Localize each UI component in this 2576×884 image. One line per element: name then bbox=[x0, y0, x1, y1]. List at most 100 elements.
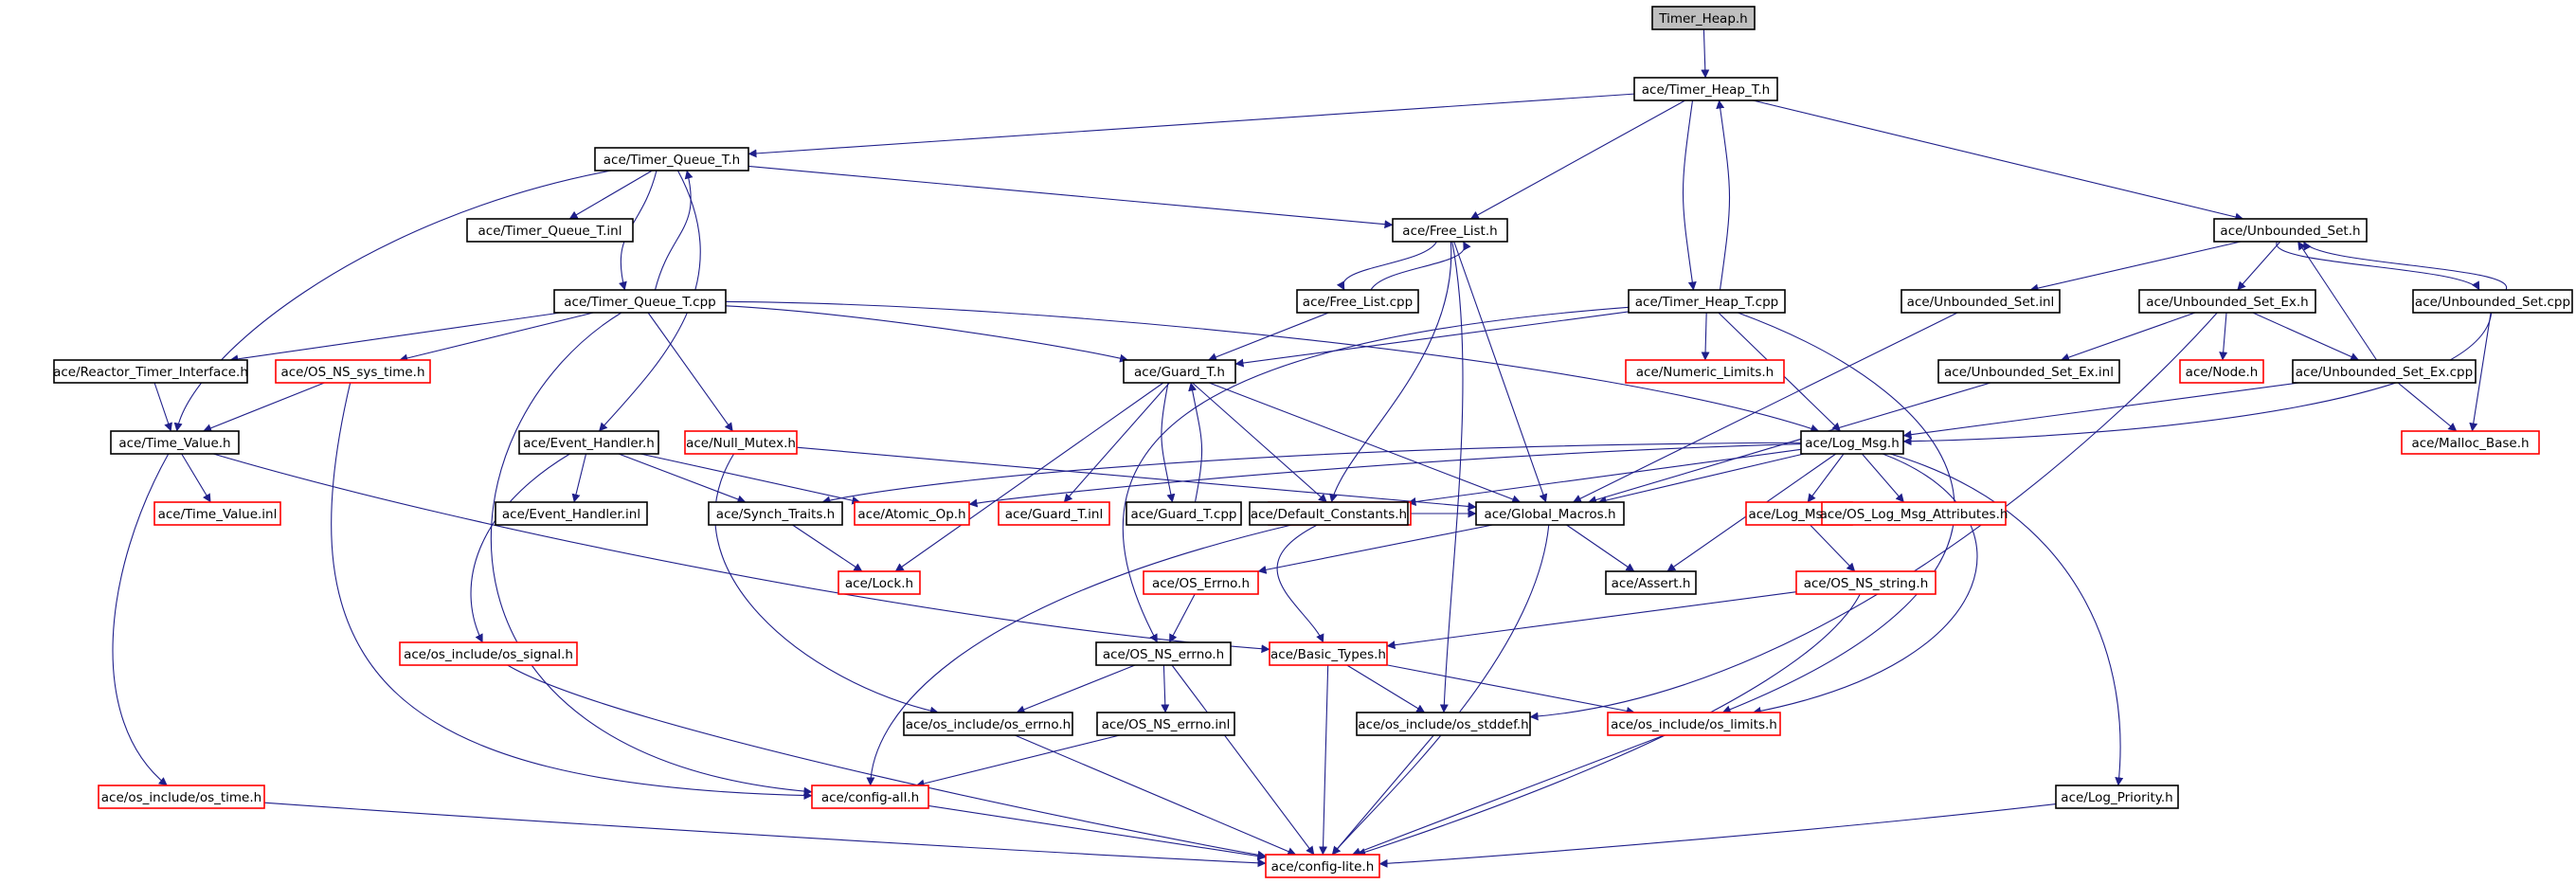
node-free_list_h[interactable]: ace/Free_List.h bbox=[1392, 218, 1508, 243]
node-timer_heap_h[interactable]: Timer_Heap.h bbox=[1651, 6, 1756, 30]
node-label: ace/OS_NS_errno.inl bbox=[1102, 717, 1231, 732]
node-box bbox=[903, 712, 1073, 736]
node-event_handler_h[interactable]: ace/Event_Handler.h bbox=[518, 430, 659, 455]
node-unbounded_set_inl[interactable]: ace/Unbounded_Set.inl bbox=[1900, 289, 2061, 314]
node-time_value_inl[interactable]: ace/Time_Value.inl bbox=[153, 501, 281, 526]
edge-guard_t_h-to-os_ns_thread_h bbox=[1192, 382, 1327, 503]
node-guard_t_inl[interactable]: ace/Guard_T.inl bbox=[998, 501, 1110, 526]
edge-unbounded_set_ex_cpp-to-log_msg_h bbox=[1902, 382, 2299, 440]
node-label: ace/OS_NS_sys_time.h bbox=[280, 365, 424, 380]
node-label: ace/Event_Handler.h bbox=[523, 436, 655, 451]
node-null_mutex_h[interactable]: ace/Null_Mutex.h bbox=[684, 430, 798, 455]
node-guard_t_cpp[interactable]: ace/Guard_T.cpp bbox=[1126, 501, 1242, 526]
edge-os_ns_string_h-to-basic_types_h bbox=[1386, 591, 1797, 650]
edge-null_mutex_h-to-global_macros_h bbox=[796, 446, 1477, 511]
node-event_handler_inl[interactable]: ace/Event_Handler.inl bbox=[495, 501, 648, 526]
edge-log_msg_h-to-atomic_op_h bbox=[968, 442, 1802, 508]
node-basic_types_h[interactable]: ace/Basic_Types.h bbox=[1269, 641, 1388, 666]
node-unbounded_set_ex_inl[interactable]: ace/Unbounded_Set_Ex.inl bbox=[1937, 359, 2120, 384]
node-free_list_cpp[interactable]: ace/Free_List.cpp bbox=[1296, 289, 1419, 314]
node-box bbox=[708, 501, 843, 526]
edge-os_ns_errno_h-to-os_ns_errno_inl bbox=[1161, 664, 1170, 713]
edge-log_msg_h-to-os_log_msg_attributes_h bbox=[1861, 453, 1905, 503]
edge-event_handler_h-to-atomic_op_h bbox=[639, 453, 861, 505]
node-lock_h[interactable]: ace/Lock.h bbox=[838, 570, 921, 595]
node-os_ns_sys_time_h[interactable]: ace/OS_NS_sys_time.h bbox=[275, 359, 431, 384]
node-time_value_h[interactable]: ace/Time_Value.h bbox=[110, 430, 240, 455]
edge-os_ns_string_h-to-config_lite_h bbox=[1357, 593, 1861, 857]
node-label: ace/Malloc_Base.h bbox=[2411, 436, 2529, 451]
node-timer_queue_t_h[interactable]: ace/Timer_Queue_T.h bbox=[594, 147, 749, 171]
edge-log_msg_h-to-default_constants_h bbox=[1407, 448, 1802, 506]
node-box bbox=[399, 641, 578, 666]
edge-unbounded_set_ex_h-to-unbounded_set_ex_inl bbox=[2061, 312, 2196, 362]
node-guard_t_h[interactable]: ace/Guard_T.h bbox=[1123, 359, 1236, 384]
node-label: ace/Reactor_Timer_Interface.h bbox=[53, 365, 248, 380]
node-timer_heap_t_h[interactable]: ace/Timer_Heap_T.h bbox=[1633, 77, 1778, 101]
node-box bbox=[2179, 359, 2264, 384]
node-config_all_h[interactable]: ace/config-all.h bbox=[811, 785, 929, 809]
node-os_include_os_stddef_h[interactable]: ace/os_include/os_stddef.h bbox=[1356, 712, 1531, 736]
edge-unbounded_set_ex_cpp-to-unbounded_set_h bbox=[2297, 241, 2377, 361]
node-label: ace/Free_List.h bbox=[1402, 224, 1497, 239]
edge-unbounded_set_inl-to-global_macros_h bbox=[1572, 312, 1958, 503]
edge-timer_queue_t_cpp-to-config_all_h bbox=[490, 312, 813, 796]
edge-unbounded_set_ex_h-to-node_h bbox=[2219, 312, 2228, 361]
node-unbounded_set_h[interactable]: ace/Unbounded_Set.h bbox=[2213, 218, 2368, 243]
edge-synch_traits_h-to-lock_h bbox=[792, 524, 863, 572]
edge-free_list_h-to-default_constants_h bbox=[1329, 241, 1452, 503]
node-log_priority_h[interactable]: ace/Log_Priority.h bbox=[2055, 785, 2179, 809]
node-label: ace/OS_NS_string.h bbox=[1804, 576, 1929, 591]
edge-timer_heap_t_cpp-to-numeric_limits_h bbox=[1701, 312, 1710, 361]
node-atomic_op_h[interactable]: ace/Atomic_Op.h bbox=[854, 501, 970, 526]
node-synch_traits_h[interactable]: ace/Synch_Traits.h bbox=[708, 501, 843, 526]
node-global_macros_h[interactable]: ace/Global_Macros.h bbox=[1475, 501, 1625, 526]
node-log_msg_h[interactable]: ace/Log_Msg.h bbox=[1800, 430, 1904, 455]
edge-basic_types_h-to-config_lite_h bbox=[1319, 664, 1329, 856]
node-default_constants_h[interactable]: ace/Default_Constants.h bbox=[1249, 501, 1409, 526]
edge-time_value_h-to-basic_types_h bbox=[213, 453, 1270, 654]
node-label: ace/os_include/os_stddef.h bbox=[1358, 717, 1528, 732]
node-label: ace/config-all.h bbox=[821, 790, 919, 805]
node-os_ns_string_h[interactable]: ace/OS_NS_string.h bbox=[1795, 570, 1937, 595]
node-timer_queue_t_cpp[interactable]: ace/Timer_Queue_T.cpp bbox=[553, 289, 727, 314]
node-label: ace/Global_Macros.h bbox=[1484, 507, 1615, 522]
node-os_include_os_limits_h[interactable]: ace/os_include/os_limits.h bbox=[1607, 712, 1781, 736]
node-label: ace/Unbounded_Set.inl bbox=[1907, 295, 2055, 310]
edge-log_msg_h-to-log_msg_inl bbox=[1807, 453, 1845, 503]
node-os_log_msg_attributes_h[interactable]: ace/OS_Log_Msg_Attributes.h bbox=[1820, 501, 2009, 526]
node-box bbox=[1800, 430, 1904, 455]
node-os_ns_errno_inl[interactable]: ace/OS_NS_errno.inl bbox=[1096, 712, 1235, 736]
node-timer_queue_t_inl[interactable]: ace/Timer_Queue_T.inl bbox=[466, 218, 634, 243]
edge-unbounded_set_ex_h-to-unbounded_set_ex_cpp bbox=[2252, 312, 2360, 361]
node-assert_h[interactable]: ace/Assert.h bbox=[1605, 570, 1697, 595]
node-os_errno_h[interactable]: ace/OS_Errno.h bbox=[1143, 570, 1259, 595]
node-box bbox=[1628, 289, 1786, 314]
node-config_lite_h[interactable]: ace/config-lite.h bbox=[1265, 854, 1380, 878]
node-timer_heap_t_cpp[interactable]: ace/Timer_Heap_T.cpp bbox=[1628, 289, 1786, 314]
node-label: ace/os_include/os_time.h bbox=[101, 790, 261, 805]
node-unbounded_set_ex_cpp[interactable]: ace/Unbounded_Set_Ex.cpp bbox=[2292, 359, 2477, 384]
edge-timer_queue_t_cpp-to-timer_queue_t_h bbox=[654, 170, 694, 291]
node-unbounded_set_cpp[interactable]: ace/Unbounded_Set.cpp bbox=[2412, 289, 2573, 314]
node-label: ace/Node.h bbox=[2186, 365, 2259, 380]
node-label: ace/Assert.h bbox=[1612, 576, 1691, 591]
node-os_include_os_errno_h[interactable]: ace/os_include/os_errno.h bbox=[903, 712, 1073, 736]
edge-timer_heap_t_cpp-to-timer_heap_t_h bbox=[1716, 99, 1731, 291]
node-label: ace/config-lite.h bbox=[1271, 859, 1375, 875]
node-box bbox=[153, 501, 281, 526]
node-unbounded_set_ex_h[interactable]: ace/Unbounded_Set_Ex.h bbox=[2138, 289, 2316, 314]
node-label: ace/Free_List.cpp bbox=[1303, 295, 1413, 310]
node-box bbox=[2055, 785, 2179, 809]
node-reactor_timer_interface_h[interactable]: ace/Reactor_Timer_Interface.h bbox=[53, 359, 248, 384]
node-numeric_limits_h[interactable]: ace/Numeric_Limits.h bbox=[1625, 359, 1785, 384]
node-label: ace/os_include/os_errno.h bbox=[906, 717, 1071, 732]
node-box bbox=[1356, 712, 1531, 736]
node-os_include_os_signal_h[interactable]: ace/os_include/os_signal.h bbox=[399, 641, 578, 666]
node-os_include_os_time_h[interactable]: ace/os_include/os_time.h bbox=[98, 785, 265, 809]
node-node_h[interactable]: ace/Node.h bbox=[2179, 359, 2264, 384]
node-malloc_base_h[interactable]: ace/Malloc_Base.h bbox=[2401, 430, 2540, 455]
edge-free_list_h-to-global_macros_h bbox=[1453, 241, 1548, 503]
node-label: ace/Log_Msg.h bbox=[1805, 436, 1900, 451]
node-os_ns_errno_h[interactable]: ace/OS_NS_errno.h bbox=[1095, 641, 1232, 666]
